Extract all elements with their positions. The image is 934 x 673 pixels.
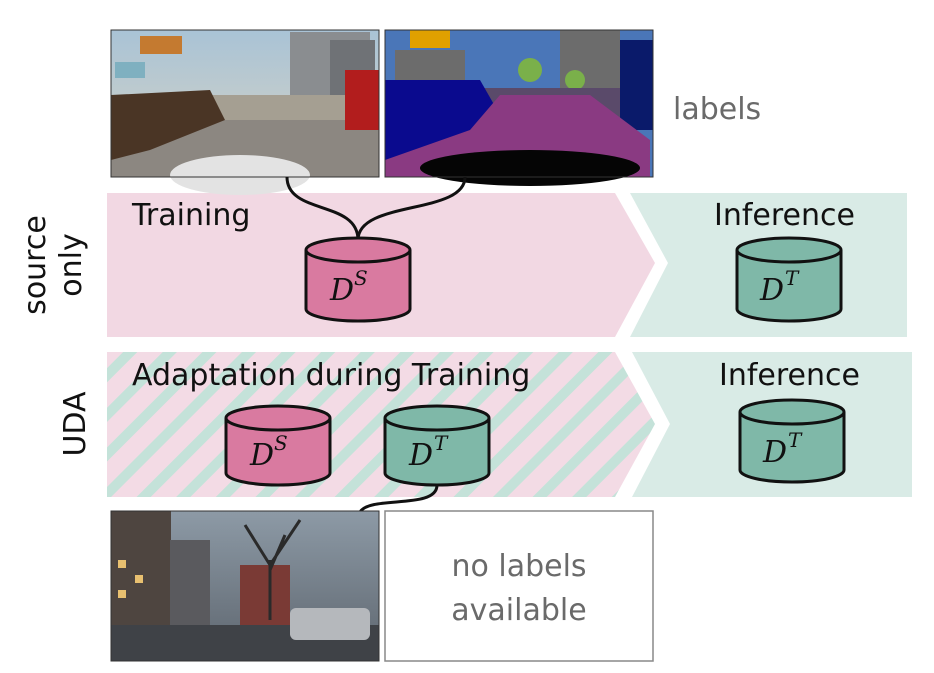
no-labels-box bbox=[384, 510, 654, 662]
inference-label-source-only: Inference bbox=[714, 198, 855, 233]
labels-text: labels bbox=[673, 92, 761, 127]
connector-target-photo bbox=[358, 484, 439, 514]
inference-label-uda: Inference bbox=[719, 358, 860, 393]
uda-inference-cylinder: D T bbox=[738, 398, 846, 484]
target-inference-superscript: T bbox=[785, 266, 800, 290]
side-label-uda: UDA bbox=[58, 391, 93, 457]
source-labels-image bbox=[384, 29, 654, 186]
side-label-uda-group: UDA bbox=[58, 391, 93, 457]
uda-target-cylinder: D T bbox=[383, 404, 491, 487]
source-dataset-symbol: D bbox=[329, 273, 354, 308]
source-photo-image bbox=[110, 29, 380, 195]
no-labels-line1: no labels bbox=[451, 549, 586, 584]
uda-target-symbol: D bbox=[408, 438, 433, 473]
uda-source-cylinder: D S bbox=[224, 404, 332, 487]
source-dataset-superscript: S bbox=[354, 266, 368, 290]
uda-target-superscript: T bbox=[434, 431, 449, 455]
uda-inference-superscript: T bbox=[788, 428, 803, 452]
target-photo-image bbox=[110, 510, 380, 662]
uda-source-symbol: D bbox=[249, 438, 274, 473]
side-label-only: only bbox=[54, 233, 89, 296]
side-label-source: source bbox=[18, 215, 53, 315]
target-inference-cylinder-source-only: D T bbox=[735, 236, 843, 323]
connector-source-labels bbox=[356, 176, 467, 241]
training-label: Training bbox=[131, 198, 250, 233]
uda-source-superscript: S bbox=[274, 431, 288, 455]
target-inference-symbol: D bbox=[759, 273, 784, 308]
side-label-source-only: source only bbox=[18, 215, 89, 315]
no-labels-line2: available bbox=[451, 593, 586, 628]
source-dataset-cylinder: D S bbox=[304, 236, 412, 323]
connector-source-photo bbox=[285, 176, 360, 241]
uda-inference-symbol: D bbox=[762, 435, 787, 470]
adaptation-label: Adaptation during Training bbox=[132, 358, 530, 393]
